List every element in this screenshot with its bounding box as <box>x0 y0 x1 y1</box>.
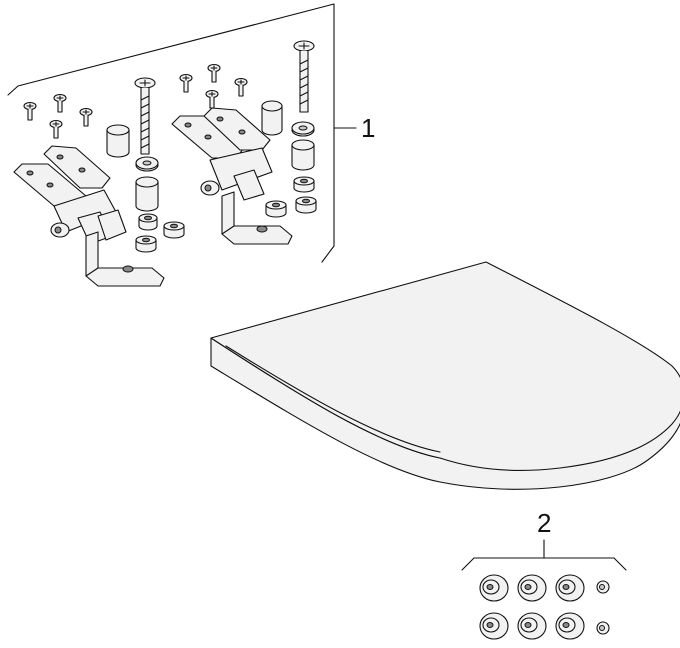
hinge-right <box>171 107 293 245</box>
fastener-small-rings <box>596 580 610 635</box>
hinge-kit-panel-outline <box>7 3 357 263</box>
fastener-kit-bracket <box>461 539 627 571</box>
small-screws-left <box>23 93 93 139</box>
small-screws-right <box>179 63 248 109</box>
callout-hinge-kit: 1 <box>361 113 376 143</box>
washers <box>135 121 315 172</box>
seat-lid <box>210 261 680 490</box>
fastener-caps <box>479 574 585 640</box>
long-bolt-left <box>134 77 156 155</box>
spacer-sleeves <box>106 100 315 212</box>
nuts-and-bushes <box>135 176 317 253</box>
callout-fastener-kit: 2 <box>537 508 552 538</box>
long-bolt-right <box>293 40 315 113</box>
hinge-left <box>13 145 165 287</box>
